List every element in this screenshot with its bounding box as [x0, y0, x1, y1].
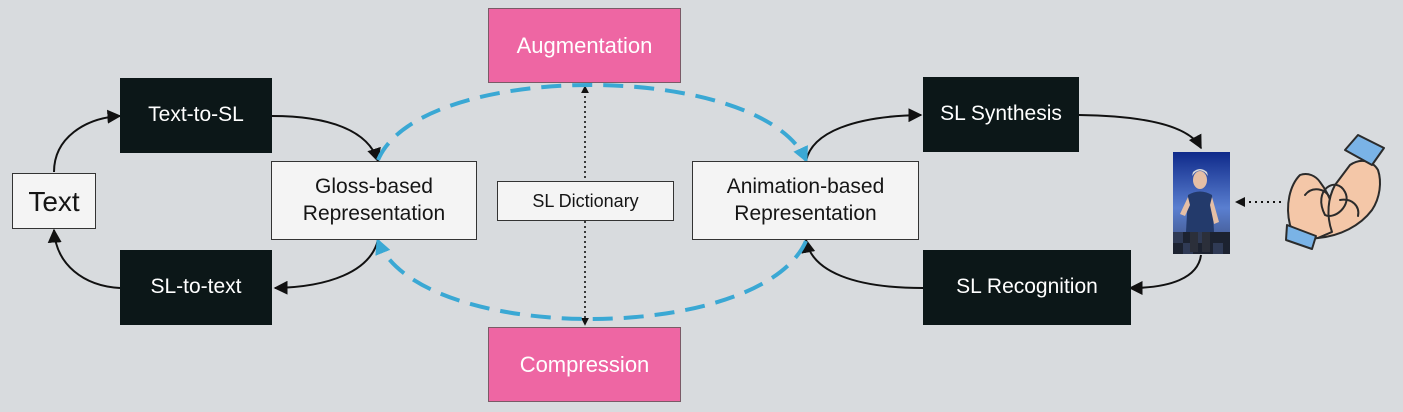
arrow-text-to-sl-to-gloss: [271, 115, 381, 163]
arrow-animation-to-synthesis: [805, 108, 923, 162]
text-to-sl-node: Text-to-SL: [120, 78, 272, 153]
augmentation-node: Augmentation: [488, 8, 681, 83]
arrow-recognition-to-animation: [801, 238, 924, 289]
arrow-synthesis-to-avatar: [1078, 114, 1202, 150]
gloss-representation-node: Gloss-based Representation: [271, 161, 477, 240]
sl-recognition-node: SL Recognition: [923, 250, 1131, 325]
arrow-sl-to-text-to-text: [47, 228, 121, 289]
sl-to-text-node: SL-to-text: [120, 250, 272, 325]
animation-representation-node: Animation-based Representation: [692, 161, 919, 240]
compression-node: Compression: [488, 327, 681, 402]
sl-synthesis-node: SL Synthesis: [923, 77, 1079, 152]
arrow-gloss-to-sl-to-text: [273, 239, 379, 295]
arrow-avatar-to-recognition: [1128, 254, 1202, 295]
signing-hands-icon: [1285, 134, 1385, 250]
dashed-cycle-top: [376, 83, 808, 163]
avatar-icon: [1173, 152, 1230, 254]
arrow-text-to-text-to-sl: [53, 109, 122, 173]
sl-dictionary-node: SL Dictionary: [497, 181, 674, 221]
text-node: Text: [12, 173, 96, 229]
dashed-cycle-bottom: [375, 238, 808, 321]
